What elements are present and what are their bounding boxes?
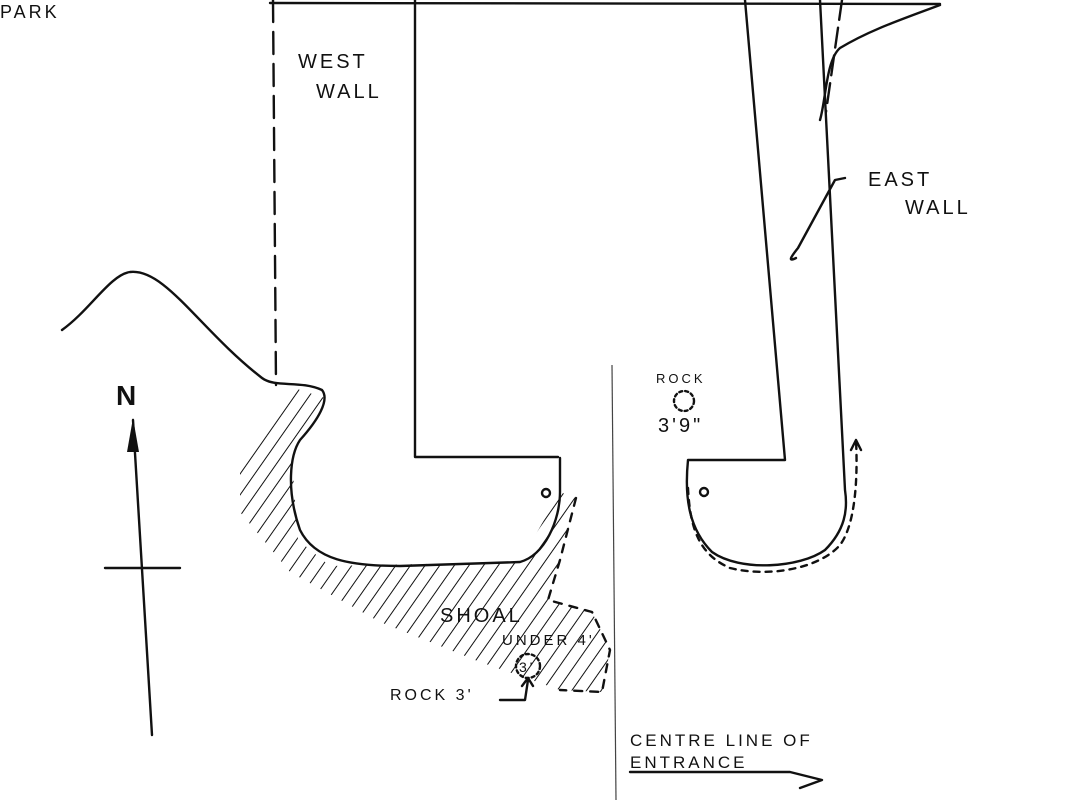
east-wall-pier <box>685 0 848 567</box>
centre-line-pointer <box>628 770 824 790</box>
north-arrow-line <box>131 418 154 737</box>
label-shoal: SHOAL <box>440 605 523 627</box>
west-wall-pier <box>413 0 560 459</box>
label-rock-west-mark: 3' <box>519 659 535 675</box>
label-centre-line-1: CENTRE LINE OF <box>630 731 813 750</box>
label-north: N <box>116 380 139 411</box>
north-arrow-head <box>127 418 139 452</box>
top-border-line <box>268 1 942 6</box>
east-pier-bollard <box>698 486 710 498</box>
east-pier-arrowhead <box>849 438 863 452</box>
label-park: PARK <box>0 2 60 22</box>
label-east-wall-2: WALL <box>905 197 971 219</box>
label-rock-east: ROCK <box>656 371 706 386</box>
label-west-wall-2: WALL <box>316 81 382 103</box>
label-shoal-depth: UNDER 4' <box>502 632 595 649</box>
east-pier-rubble-edge <box>686 438 858 574</box>
east-wall-pointer <box>789 176 847 261</box>
label-rock-east-depth: 3'9" <box>658 415 703 437</box>
label-centre-line-2: ENTRANCE <box>630 753 748 772</box>
east-shoreline <box>818 3 942 122</box>
rock-east-marker <box>672 389 696 413</box>
west-pier-bollard <box>540 487 552 499</box>
centre-line <box>611 364 617 800</box>
west-boundary-dashed-line <box>271 0 278 387</box>
rock-west-pointer <box>498 676 535 702</box>
shoal-dashed-edge <box>546 496 612 694</box>
label-rock-west: ROCK 3' <box>390 687 474 704</box>
label-west-wall-1: WEST <box>298 51 368 73</box>
west-shoreline <box>60 270 562 568</box>
label-east-wall-1: EAST <box>868 169 932 191</box>
shoal-hatched-area <box>240 386 610 692</box>
